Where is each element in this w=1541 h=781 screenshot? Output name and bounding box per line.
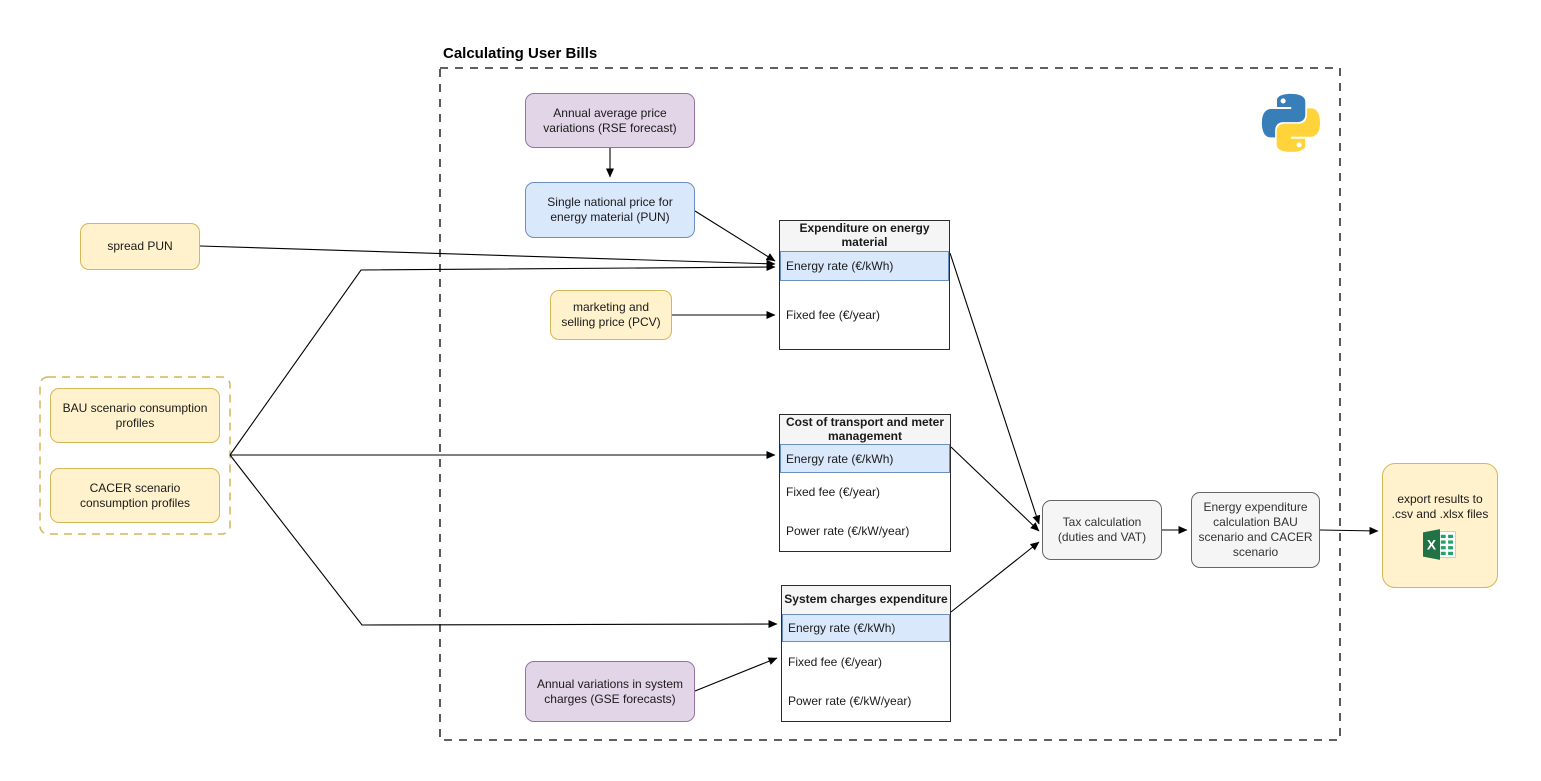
table-transport-row-fixed-fee: Fixed fee (€/year)	[786, 485, 881, 499]
svg-text:X: X	[1427, 537, 1437, 552]
node-rse-forecast: Annual average price variations (RSE for…	[525, 93, 695, 148]
node-rse-forecast-label: Annual average price variations (RSE for…	[543, 105, 677, 135]
node-pun-label: Single national price for energy materia…	[547, 195, 673, 224]
arrow-pun-to-energy-rate	[694, 210, 776, 262]
node-energy-calc-label: Energy expenditure calculation BAU scena…	[1198, 500, 1313, 559]
node-spread-pun: spread PUN	[80, 223, 200, 270]
table-system-charges: System charges expenditure Energy rate (…	[781, 585, 951, 722]
node-tax-calc: Tax calculation (duties and VAT)	[1042, 500, 1162, 560]
node-export-results: export results to .csv and .xlsx files X	[1382, 463, 1498, 588]
table-transport: Cost of transport and meter management E…	[779, 414, 951, 552]
node-energy-calc: Energy expenditure calculation BAU scena…	[1191, 492, 1320, 568]
arrow-system-charges-to-tax	[950, 541, 1040, 613]
node-pcv-label: marketing and selling price (PCV)	[561, 300, 661, 329]
table-system-charges-row-fixed-fee: Fixed fee (€/year)	[788, 654, 883, 669]
table-energy-material-header: Expenditure on energy material	[780, 221, 949, 251]
node-spread-pun-label: spread PUN	[107, 239, 173, 253]
arrow-profiles-to-energy-material	[229, 263, 776, 456]
node-gse-forecast: Annual variations in system charges (GSE…	[525, 661, 695, 722]
table-energy-material-row-fixed-fee: Fixed fee (€/year)	[786, 308, 881, 322]
table-transport-header: Cost of transport and meter management	[780, 415, 950, 444]
arrow-spreadpun-to-energy-rate	[199, 245, 776, 268]
arrow-transport-to-tax	[950, 446, 1040, 532]
node-pcv: marketing and selling price (PCV)	[550, 290, 672, 340]
table-transport-row-energy-rate: Energy rate (€/kWh)	[780, 444, 950, 473]
python-logo-icon	[1261, 93, 1321, 152]
node-cacer-profiles: CACER scenario consumption profiles	[50, 468, 220, 523]
arrow-energy-material-to-tax	[949, 252, 1041, 525]
table-system-charges-row-energy-rate: Energy rate (€/kWh)	[782, 614, 950, 642]
table-energy-material: Expenditure on energy material Energy ra…	[779, 220, 950, 350]
arrow-energy-calc-to-export	[1319, 526, 1379, 535]
table-system-charges-header: System charges expenditure	[782, 586, 950, 614]
node-bau-profiles: BAU scenario consumption profiles	[50, 388, 220, 443]
node-gse-forecast-label: Annual variations in system charges (GSE…	[536, 676, 684, 706]
arrow-gse-to-system-fixed-fee	[694, 657, 778, 692]
node-bau-profiles-label: BAU scenario consumption profiles	[62, 400, 208, 430]
node-cacer-profiles-label: CACER scenario consumption profiles	[79, 480, 191, 510]
table-system-charges-row-power-rate: Power rate (€/kW/year)	[788, 694, 912, 708]
table-energy-material-row-energy-rate: Energy rate (€/kWh)	[780, 251, 949, 281]
node-export-results-label: export results to .csv and .xlsx files	[1391, 491, 1489, 521]
node-tax-calc-label: Tax calculation (duties and VAT)	[1057, 515, 1147, 544]
excel-icon: X	[1423, 528, 1456, 560]
node-pun: Single national price for energy materia…	[525, 182, 695, 238]
table-transport-row-power-rate: Power rate (€/kW/year)	[786, 524, 910, 538]
arrow-profiles-to-system-charges	[229, 454, 778, 629]
diagram-title: Calculating User Bills	[443, 45, 598, 62]
